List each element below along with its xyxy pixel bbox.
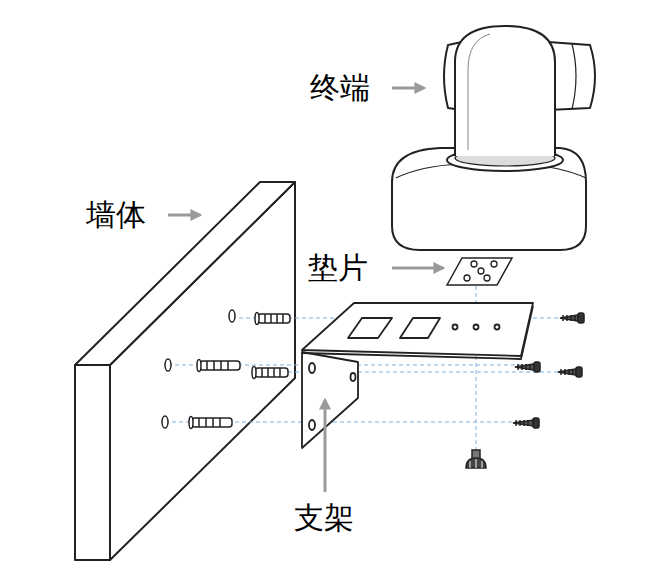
l-bracket xyxy=(302,303,533,448)
pad-hole xyxy=(471,261,477,267)
anchor-flange xyxy=(189,417,193,429)
wall-anchor xyxy=(189,417,232,429)
anchor-flange xyxy=(197,360,201,372)
leader-arrow xyxy=(392,267,443,270)
screw-thread xyxy=(561,369,573,375)
bracket-hole xyxy=(309,420,315,430)
wood-screw xyxy=(558,367,582,377)
screw-shaft xyxy=(513,420,533,426)
screw-thread xyxy=(563,315,575,321)
pad-shape xyxy=(447,258,512,285)
anchor-ribs xyxy=(262,368,280,377)
anchor-body xyxy=(258,314,290,323)
anchor-flange xyxy=(252,367,256,379)
bracket-hole xyxy=(351,373,356,381)
bracket-hole xyxy=(453,325,458,330)
part-label: 终端 xyxy=(310,70,370,106)
part-label: 垫片 xyxy=(308,250,368,286)
screw-shaft xyxy=(515,364,534,370)
screw-head xyxy=(578,313,584,323)
bracket-hole xyxy=(495,325,500,330)
bracket-slot xyxy=(348,318,392,338)
bracket-plate-edge xyxy=(302,306,533,359)
wood-screw xyxy=(515,362,540,372)
leader-arrow xyxy=(324,400,327,492)
bracket-hole xyxy=(474,325,479,330)
pad-hole xyxy=(491,261,497,267)
screw-grip xyxy=(470,459,482,468)
wall-hole xyxy=(162,416,168,428)
camera-base xyxy=(392,148,586,250)
screw-head xyxy=(466,458,486,468)
leader-arrow xyxy=(168,214,200,217)
anchor-body xyxy=(255,368,288,377)
mount-pad xyxy=(447,258,512,285)
wall-slab xyxy=(75,182,295,560)
pad-hole xyxy=(478,268,484,274)
wall-top xyxy=(75,182,295,365)
anchor-body xyxy=(200,361,240,370)
screw-shaft xyxy=(560,315,578,321)
part-label: 墙体 xyxy=(86,197,146,233)
bracket-hole xyxy=(309,363,315,373)
part-label: 支架 xyxy=(294,500,354,536)
wood-screws xyxy=(466,313,584,468)
alignment-lines xyxy=(165,272,585,452)
screw-head xyxy=(576,367,582,377)
bracket-slot xyxy=(400,318,440,338)
leader-arrows xyxy=(168,88,443,492)
bracket-plate xyxy=(302,303,533,356)
camera-lens-line xyxy=(572,44,576,109)
wall-anchor xyxy=(252,367,288,379)
screw-head xyxy=(533,418,539,428)
screw-thread xyxy=(516,420,528,426)
camera-arm xyxy=(455,26,555,156)
camera-arm-shade xyxy=(468,34,490,150)
anchor-body xyxy=(192,418,232,427)
leader-arrow xyxy=(392,87,424,90)
wall-edge xyxy=(75,365,110,560)
screw-thread xyxy=(518,364,530,370)
wall-anchor xyxy=(197,360,240,372)
anchor-ribs xyxy=(265,314,283,323)
pad-hole xyxy=(484,275,490,281)
anchor-flange xyxy=(255,313,259,325)
anchor-ribs xyxy=(199,418,220,427)
wall-anchor xyxy=(255,313,290,325)
wall-hole xyxy=(229,310,235,322)
thumb-screw xyxy=(466,450,486,468)
screw-head xyxy=(534,362,540,372)
wall-hole xyxy=(165,359,171,371)
wood-screw xyxy=(560,313,584,323)
camera-terminal xyxy=(392,26,595,250)
pad-hole xyxy=(464,275,470,281)
alignment-line xyxy=(476,272,477,452)
wood-screw xyxy=(513,418,539,428)
anchor-ribs xyxy=(207,361,228,370)
wall-anchors xyxy=(189,313,290,429)
screw-shaft xyxy=(558,369,576,375)
bracket-flange xyxy=(302,352,358,448)
